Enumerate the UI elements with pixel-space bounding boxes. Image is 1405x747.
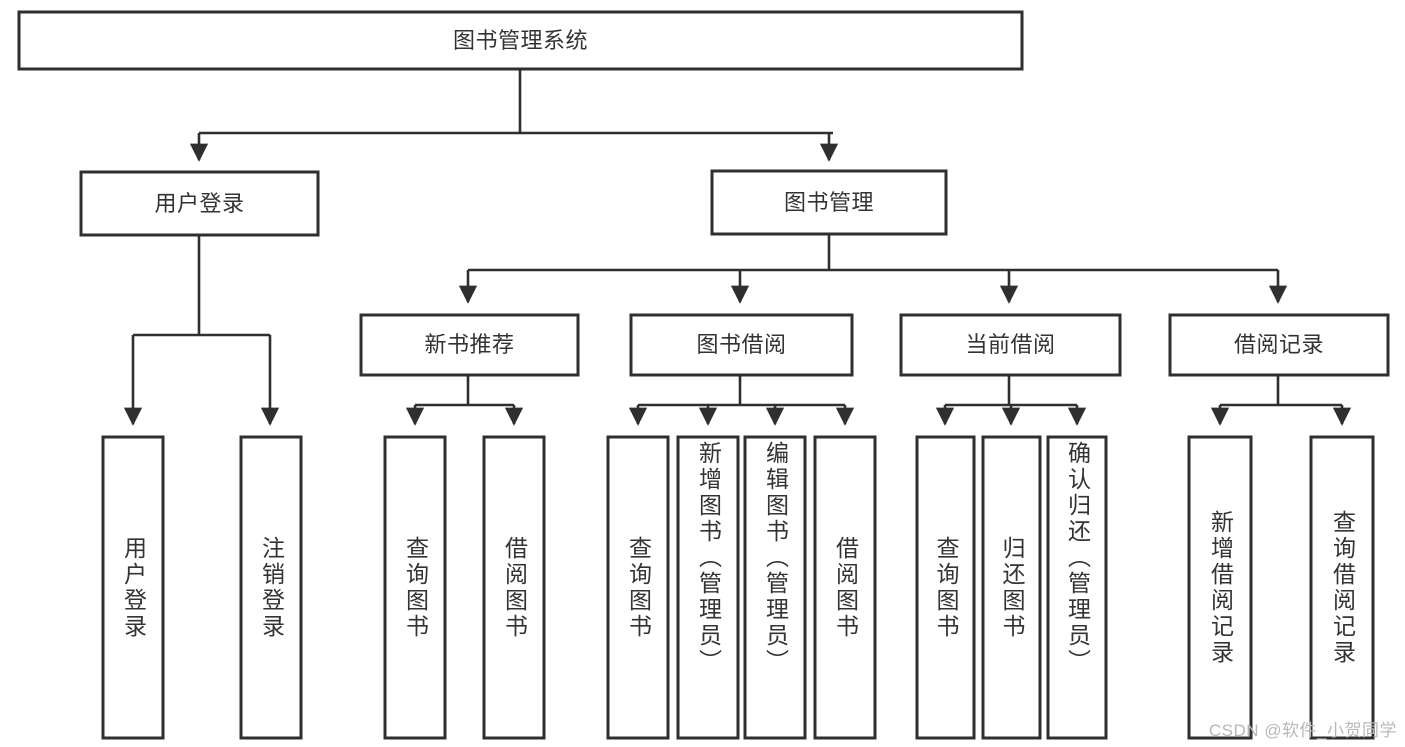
connector-borrow-record-to-leaves <box>1210 375 1352 426</box>
node-box-leaf-user-login[interactable] <box>101 435 165 740</box>
node-box-root[interactable] <box>17 10 1024 71</box>
node-box-leaf-query-record[interactable] <box>1309 435 1375 740</box>
node-box-leaf-return-book[interactable] <box>981 435 1042 740</box>
node-box-leaf-logout[interactable] <box>239 435 303 740</box>
connector-root-to-level1 <box>189 69 839 162</box>
node-box-leaf-confirm-return[interactable] <box>1046 435 1108 740</box>
node-box-leaf-edit-book[interactable] <box>743 435 807 740</box>
node-box-borrow-record[interactable] <box>1168 313 1390 377</box>
node-box-leaf-borrow-book[interactable] <box>813 435 877 740</box>
node-box-user-login[interactable] <box>79 170 320 237</box>
node-box-book-borrow[interactable] <box>629 313 854 377</box>
node-box-leaf-add-record[interactable] <box>1187 435 1253 740</box>
connector-book-management-to-level2 <box>458 234 1288 304</box>
connector-new-book-recommend-to-leaves <box>405 375 524 426</box>
node-box-new-book-recommend[interactable] <box>359 313 580 377</box>
node-box-book-management[interactable] <box>710 169 948 236</box>
connector-user-login-to-leaves <box>123 235 280 426</box>
node-box-leaf-borrow-book-rec[interactable] <box>482 435 546 740</box>
node-box-current-borrow[interactable] <box>899 313 1122 377</box>
node-box-leaf-query-book-borrow[interactable] <box>606 435 670 740</box>
node-box-leaf-query-book-current[interactable] <box>915 435 976 740</box>
node-box-leaf-query-book-rec[interactable] <box>383 435 447 740</box>
node-box-leaf-add-book[interactable] <box>676 435 740 740</box>
connector-current-borrow-to-leaves <box>935 375 1087 426</box>
csdn-watermark: CSDN @软件_小贺同学 <box>1208 721 1397 740</box>
connector-book-borrow-to-leaves <box>628 375 855 426</box>
